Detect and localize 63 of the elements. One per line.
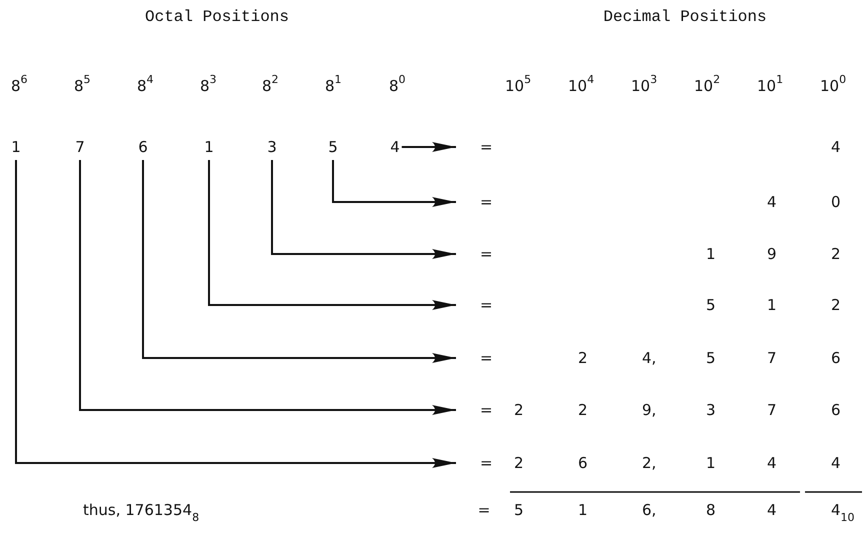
partial-value: 4 bbox=[767, 193, 777, 211]
place-value: 8$^{2}$ bbox=[262, 77, 279, 95]
partial-value: 4 bbox=[831, 454, 841, 472]
partial-value: 4 bbox=[831, 138, 841, 156]
partial-value: 2 bbox=[514, 454, 524, 472]
partial-value: 7 bbox=[767, 401, 777, 419]
octal-digit: 5 bbox=[328, 138, 338, 156]
equals-sign: = bbox=[456, 138, 493, 156]
place-value: 10$^{0}$ bbox=[820, 77, 846, 95]
partial-value: 6 bbox=[831, 349, 841, 367]
equals-sign: = bbox=[456, 349, 493, 367]
octal-digit: 6 bbox=[138, 138, 148, 156]
partial-value: 1 bbox=[706, 454, 716, 472]
octal-digit: 1 bbox=[11, 138, 21, 156]
sum-value: 1 bbox=[578, 501, 588, 519]
partial-value: 5 bbox=[706, 296, 716, 314]
place-value: 10$^{2}$ bbox=[694, 77, 720, 95]
place-value: 8$^{4}$ bbox=[137, 77, 154, 95]
partial-value: 7 bbox=[767, 349, 777, 367]
heading: Octal Positions bbox=[144, 8, 290, 26]
place-value: 8$^{5}$ bbox=[74, 77, 91, 95]
octal-digit: 3 bbox=[267, 138, 277, 156]
partial-value: 2 bbox=[831, 296, 841, 314]
place-value: 8$^{6}$ bbox=[11, 77, 28, 95]
partial-value: 4, bbox=[642, 349, 656, 367]
partial-value: 9 bbox=[767, 245, 777, 263]
equals-sign: = bbox=[456, 193, 493, 211]
partial-value: 1 bbox=[767, 296, 777, 314]
partial-value: 2 bbox=[578, 401, 588, 419]
partial-value: 2, bbox=[642, 454, 656, 472]
partial-value: 0 bbox=[831, 193, 841, 211]
place-value: 8$^{0}$ bbox=[389, 77, 406, 95]
sum-value: 8 bbox=[706, 501, 716, 519]
equals-sign: = bbox=[478, 501, 490, 519]
equals-sign: = bbox=[456, 296, 493, 314]
octal-digit: 4 bbox=[390, 138, 400, 156]
heading: Decimal Positions bbox=[603, 8, 767, 26]
octal-digit: 7 bbox=[75, 138, 85, 156]
equals-sign: = bbox=[456, 401, 493, 419]
sum-value: 6, bbox=[642, 501, 656, 519]
place-value: 10$^{3}$ bbox=[631, 77, 658, 95]
partial-value: 6 bbox=[578, 454, 588, 472]
partial-value: 5 bbox=[706, 349, 716, 367]
place-value: 10$^{5}$ bbox=[505, 77, 532, 95]
sum-value: 5 bbox=[514, 501, 524, 519]
place-value: 10$^{1}$ bbox=[757, 77, 784, 95]
partial-value: 2 bbox=[578, 349, 588, 367]
partial-value: 1 bbox=[706, 245, 716, 263]
equals-sign: = bbox=[456, 245, 493, 263]
partial-value: 9, bbox=[642, 401, 656, 419]
place-value: 8$^{3}$ bbox=[200, 77, 217, 95]
octal-digit: 1 bbox=[204, 138, 214, 156]
partial-value: 2 bbox=[514, 401, 524, 419]
partial-value: 4 bbox=[767, 454, 777, 472]
sum-value: 4$_{10}$ bbox=[831, 501, 855, 519]
place-value: 10$^{4}$ bbox=[568, 77, 594, 95]
partial-value: 6 bbox=[831, 401, 841, 419]
partial-value: 2 bbox=[831, 245, 841, 263]
result-note: thus, 1761354$_{8}$ bbox=[83, 501, 200, 519]
sum-value: 4 bbox=[767, 501, 777, 519]
partial-value: 3 bbox=[706, 401, 716, 419]
place-value: 8$^{1}$ bbox=[325, 77, 342, 95]
equals-sign: = bbox=[456, 454, 493, 472]
